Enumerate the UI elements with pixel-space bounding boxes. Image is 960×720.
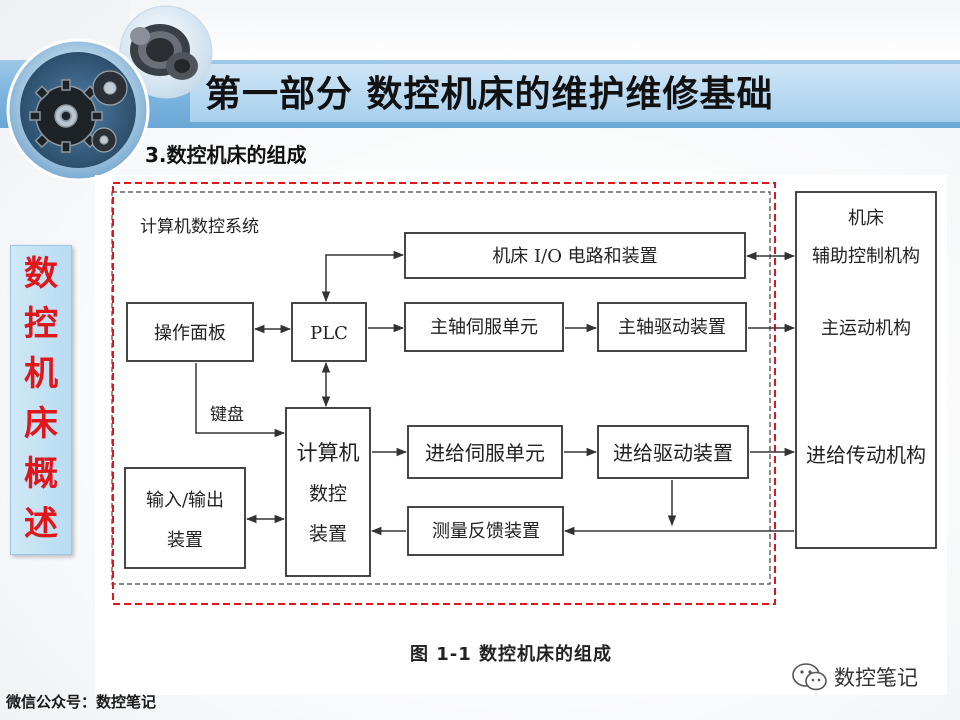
feedback-label: 测量反馈装置 bbox=[432, 521, 540, 542]
spindle-servo-label: 主轴伺服单元 bbox=[430, 317, 538, 338]
io-device-label: 输入/输出 bbox=[146, 490, 224, 511]
wechat-bubble-icon bbox=[790, 660, 830, 694]
main-motion-label: 主运动机构 bbox=[821, 318, 911, 339]
watermark-right-text: 数控笔记 bbox=[834, 662, 918, 694]
cnc-device-label: 装置 bbox=[309, 523, 347, 545]
aux-control-label: 辅助控制机构 bbox=[812, 246, 920, 267]
feed-transmission-label: 进给传动机构 bbox=[806, 443, 926, 467]
io-device-label: 装置 bbox=[167, 530, 203, 551]
feed-drive-label: 进给驱动装置 bbox=[613, 441, 733, 465]
plc-label: PLC bbox=[310, 323, 348, 344]
cnc-device-label: 数控 bbox=[309, 483, 347, 505]
arrow-plc-io-circuit bbox=[326, 255, 403, 301]
cnc-device-label: 计算机 bbox=[297, 441, 360, 465]
io-circuit-label: 机床 I/O 电路和装置 bbox=[492, 246, 657, 267]
feed-servo-label: 进给伺服单元 bbox=[425, 441, 545, 465]
spindle-drive-label: 主轴驱动装置 bbox=[618, 317, 726, 338]
operation-panel-label: 操作面板 bbox=[154, 323, 226, 344]
watermark-right: 数控笔记 bbox=[790, 660, 950, 696]
io-device-box bbox=[125, 468, 245, 568]
keyboard-label: 键盘 bbox=[210, 405, 244, 425]
system-label: 计算机数控系统 bbox=[140, 217, 259, 237]
page-number: 5 bbox=[885, 676, 893, 690]
machine-title: 机床 bbox=[848, 208, 884, 229]
figure-caption: 图 1-1 数控机床的组成 bbox=[410, 640, 612, 670]
watermark-left: 微信公众号：数控笔记 bbox=[6, 690, 156, 714]
